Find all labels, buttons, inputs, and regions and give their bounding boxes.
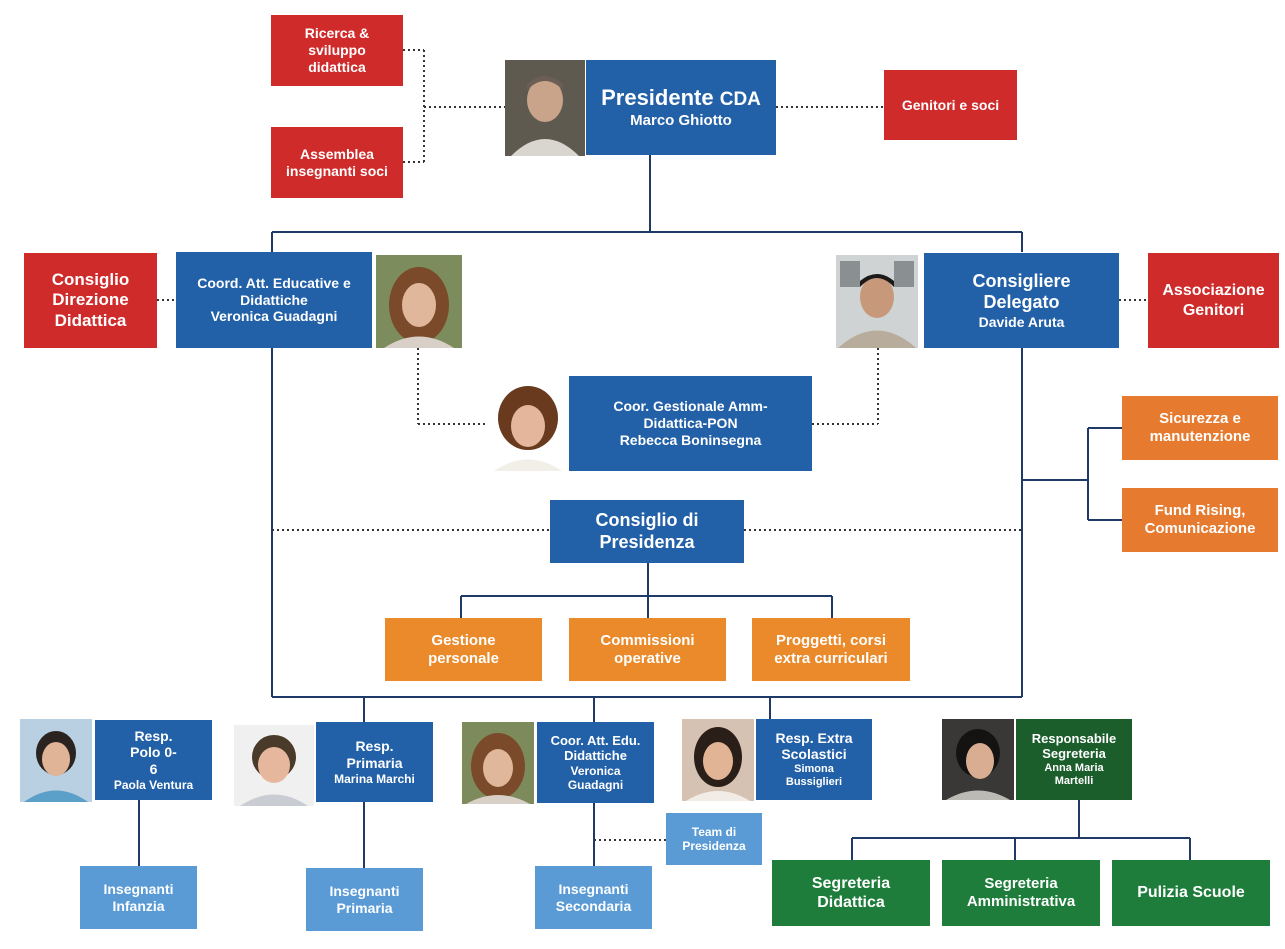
pulizia-scuole-box: Pulizia Scuole — [1112, 860, 1270, 926]
insegnanti-secondaria-box: Insegnanti Secondaria — [535, 866, 652, 929]
person-photo-icon — [20, 719, 92, 802]
insegnanti-primaria-box: Insegnanti Primaria — [306, 868, 423, 931]
progetti-box: Proggetti, corsi extra curriculari — [752, 618, 910, 681]
segreteria-amministrativa-label: Segreteria Amministrativa — [966, 875, 1076, 910]
person-photo-icon — [682, 719, 754, 801]
insegnanti-primaria-label: Insegnanti Primaria — [329, 882, 400, 916]
commissioni-box: Commissioni operative — [569, 618, 726, 681]
coord-att-name: Veronica Guadagni — [210, 308, 338, 325]
coor-edu-box: Coor. Att. Edu. Didattiche Veronica Guad… — [537, 722, 654, 803]
segreteria-didattica-box: Segreteria Didattica — [772, 860, 930, 926]
person-photo-icon — [376, 255, 462, 348]
insegnanti-infanzia-box: Insegnanti Infanzia — [80, 866, 197, 929]
coor-gestionale-name: Rebecca Boninsegna — [619, 431, 762, 448]
coor-gestionale-title: Coor. Gestionale Amm-Didattica-PON — [613, 398, 768, 432]
genitori-soci-label: Genitori e soci — [901, 96, 1000, 113]
photo-paola-ventura — [20, 719, 92, 802]
resp-extra-title: Resp. Extra Scolastici — [775, 729, 853, 763]
person-photo-icon — [462, 722, 534, 804]
photo-marco-ghiotto — [505, 60, 585, 156]
consigliere-title: Consigliere Delegato — [972, 270, 1071, 313]
photo-anna-maria-martelli — [942, 719, 1014, 800]
coor-edu-name: Veronica Guadagni — [567, 763, 624, 793]
photo-davide-aruta — [836, 255, 918, 348]
resp-polo-name: Paola Ventura — [113, 778, 194, 792]
person-photo-icon — [505, 60, 585, 156]
photo-veronica-guadagni — [376, 255, 462, 348]
segreteria-didattica-label: Segreteria Didattica — [811, 874, 891, 911]
coord-att-box: Coord. Att. Educative e Didattiche Veron… — [176, 252, 372, 348]
presidente-name: Marco Ghiotto — [630, 111, 732, 129]
sicurezza-label: Sicurezza e manutenzione — [1149, 410, 1251, 445]
presidente-title: Presidente — [601, 85, 714, 111]
ricerca-sviluppo-box: Ricerca & sviluppo didattica — [271, 15, 403, 86]
progetti-label: Proggetti, corsi extra curriculari — [774, 631, 888, 667]
segreteria-amministrativa-box: Segreteria Amministrativa — [942, 860, 1100, 926]
assemblea-insegnanti-box: Assemblea insegnanti soci — [271, 127, 403, 198]
resp-extra-box: Resp. Extra Scolastici Simona Bussiglier… — [756, 719, 872, 800]
resp-polo-box: Resp. Polo 0-6 Paola Ventura — [95, 720, 212, 800]
person-photo-icon — [942, 719, 1014, 800]
consiglio-direzione-label: Consiglio Direzione Didattica — [51, 269, 130, 330]
resp-polo-title: Resp. Polo 0-6 — [130, 727, 177, 778]
commissioni-label: Commissioni operative — [600, 631, 695, 667]
resp-segreteria-name: Anna Maria Martelli — [1044, 761, 1104, 788]
resp-segreteria-title: Responsabile Segreteria — [1031, 730, 1117, 762]
ricerca-sviluppo-label: Ricerca & sviluppo didattica — [304, 25, 370, 75]
insegnanti-secondaria-label: Insegnanti Secondaria — [555, 880, 632, 914]
presidente-title-suffix: CDA — [719, 89, 761, 111]
resp-extra-name: Simona Bussiglieri — [785, 763, 843, 789]
consigliere-box: Consigliere Delegato Davide Aruta — [924, 253, 1119, 348]
coor-gestionale-box: Coor. Gestionale Amm-Didattica-PON Rebec… — [569, 376, 812, 471]
fund-rising-label: Fund Rising, Comunicazione — [1144, 502, 1256, 537]
gestione-personale-label: Gestione personale — [428, 631, 499, 667]
person-photo-icon — [488, 378, 568, 471]
gestione-personale-box: Gestione personale — [385, 618, 542, 681]
genitori-soci-box: Genitori e soci — [884, 70, 1017, 140]
insegnanti-infanzia-label: Insegnanti Infanzia — [103, 880, 174, 914]
photo-marina-marchi — [234, 725, 314, 806]
consiglio-presidenza-label: Consiglio di Presidenza — [595, 509, 699, 552]
sicurezza-box: Sicurezza e manutenzione — [1122, 396, 1278, 460]
person-photo-icon — [234, 725, 314, 806]
photo-veronica-guadagni-2 — [462, 722, 534, 804]
consigliere-name: Davide Aruta — [978, 313, 1065, 330]
person-photo-icon — [836, 255, 918, 348]
photo-rebecca-boninsegna — [488, 378, 568, 471]
coord-att-title: Coord. Att. Educative e Didattiche — [197, 274, 351, 308]
team-presidenza-label: Team di Presidenza — [682, 824, 746, 853]
team-presidenza-box: Team di Presidenza — [666, 813, 762, 865]
associazione-genitori-label: Associazione Genitori — [1162, 282, 1265, 319]
fund-rising-box: Fund Rising, Comunicazione — [1122, 488, 1278, 552]
resp-primaria-name: Marina Marchi — [334, 771, 415, 786]
assemblea-insegnanti-label: Assemblea insegnanti soci — [286, 145, 388, 179]
resp-segreteria-box: Responsabile Segreteria Anna Maria Marte… — [1016, 719, 1132, 800]
presidente-box: Presidente CDA Marco Ghiotto — [586, 60, 776, 155]
resp-primaria-box: Resp. Primaria Marina Marchi — [316, 722, 433, 802]
consiglio-presidenza-box: Consiglio di Presidenza — [550, 500, 744, 563]
photo-simona-bussiglieri — [682, 719, 754, 801]
coor-edu-title: Coor. Att. Edu. Didattiche — [550, 732, 641, 764]
resp-primaria-title: Resp. Primaria — [346, 738, 403, 771]
consiglio-direzione-box: Consiglio Direzione Didattica — [24, 253, 157, 348]
pulizia-scuole-label: Pulizia Scuole — [1137, 884, 1245, 902]
associazione-genitori-box: Associazione Genitori — [1148, 253, 1279, 348]
